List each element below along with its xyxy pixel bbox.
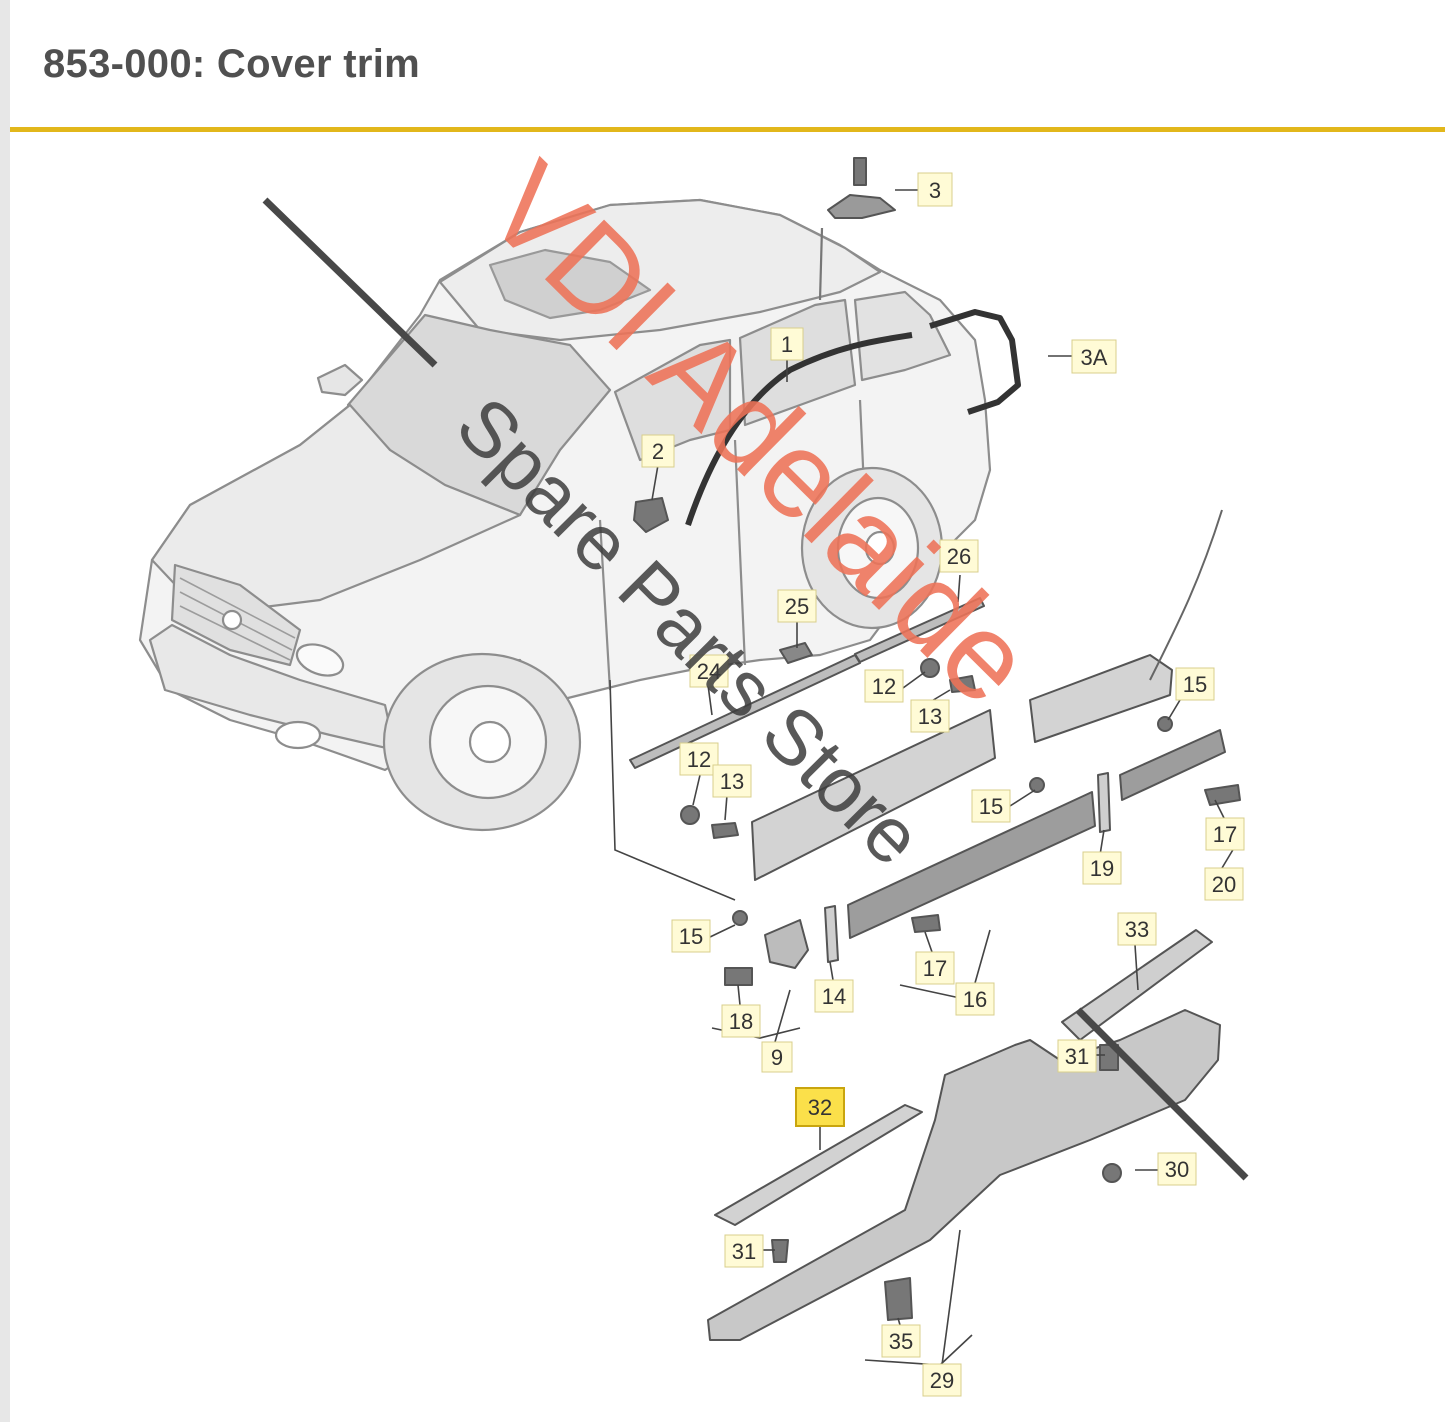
trim-parts: [629, 157, 1241, 1341]
callout-2: 2: [641, 434, 675, 468]
left-margin-strip: [0, 0, 10, 1422]
mud-flap: [764, 919, 809, 969]
front-wheel: [382, 652, 582, 832]
callout-30: 30: [1157, 1152, 1197, 1186]
svg-text:35: 35: [889, 1329, 913, 1354]
callout-14: 14: [814, 979, 854, 1013]
callout-18: 18: [721, 1004, 761, 1038]
svg-text:31: 31: [1065, 1044, 1089, 1069]
svg-text:17: 17: [923, 956, 947, 981]
svg-text:32: 32: [808, 1095, 832, 1120]
svg-text:12: 12: [872, 674, 896, 699]
svg-text:12: 12: [687, 747, 711, 772]
callout-32: 32: [795, 1087, 845, 1127]
svg-text:3A: 3A: [1081, 345, 1108, 370]
callout-25: 25: [777, 589, 817, 623]
callout-1: 1: [770, 327, 804, 361]
svg-text:1: 1: [781, 332, 793, 357]
sill-trim-panel: [707, 1009, 1221, 1341]
callout-15-top: 15: [1175, 667, 1215, 701]
callout-16: 16: [955, 982, 995, 1016]
svg-text:30: 30: [1165, 1157, 1189, 1182]
header-divider: [10, 127, 1445, 132]
svg-text:20: 20: [1212, 872, 1236, 897]
callout-31-right: 31: [1057, 1039, 1097, 1073]
roof-rail-line: [818, 227, 824, 301]
svg-text:14: 14: [822, 984, 846, 1009]
svg-text:16: 16: [963, 987, 987, 1012]
callout-13-right: 13: [910, 699, 950, 733]
page-title: 853-000: Cover trim: [43, 42, 420, 86]
svg-text:24: 24: [697, 659, 721, 684]
callout-12-right: 12: [864, 669, 904, 703]
door-panel-front: [751, 709, 996, 881]
svg-text:15: 15: [1183, 672, 1207, 697]
sunroof: [488, 248, 652, 320]
mirror-bracket: [633, 497, 669, 533]
callout-19: 19: [1082, 851, 1122, 885]
watermark-slash-bottom: [1075, 1007, 1249, 1181]
callout-17-mid: 17: [915, 951, 955, 985]
callout-20: 20: [1204, 867, 1244, 901]
callout-33: 33: [1117, 912, 1157, 946]
side-mirror: [316, 363, 364, 397]
svg-text:19: 19: [1090, 856, 1114, 881]
rear-wheel: [800, 466, 944, 630]
scuff-plate-front: [714, 1104, 923, 1226]
callout-13-left: 13: [712, 764, 752, 798]
svg-text:18: 18: [729, 1009, 753, 1034]
svg-text:3: 3: [929, 178, 941, 203]
window-trim-strip: [685, 332, 913, 526]
callout-17-right: 17: [1205, 817, 1245, 851]
callout-24: 24: [689, 654, 729, 688]
svg-text:13: 13: [720, 769, 744, 794]
callout-31-left: 31: [724, 1234, 764, 1268]
svg-text:2: 2: [652, 439, 664, 464]
fender-flare: [1149, 509, 1223, 681]
callout-9: 9: [761, 1041, 793, 1073]
rear-window-seal: [929, 309, 1021, 415]
roof-bolt: [853, 157, 867, 186]
rear-door-window: [738, 298, 857, 427]
door-panel-rear: [1029, 654, 1173, 743]
callout-3a: 3A: [1071, 339, 1117, 374]
brand-emblem: [221, 609, 243, 631]
headlight: [295, 643, 345, 677]
svg-text:31: 31: [732, 1239, 756, 1264]
svg-text:15: 15: [979, 794, 1003, 819]
svg-text:29: 29: [930, 1368, 954, 1393]
svg-text:15: 15: [679, 924, 703, 949]
callout-12-left: 12: [679, 742, 719, 776]
watermark-slash-top: [262, 197, 438, 368]
callout-15-mid: 15: [971, 789, 1011, 823]
svg-text:13: 13: [918, 704, 942, 729]
svg-text:26: 26: [947, 544, 971, 569]
callout-labels: 3 3A 1 2 26 25 24 12: [641, 172, 1245, 1397]
svg-text:33: 33: [1125, 917, 1149, 942]
roof-clip: [827, 194, 896, 219]
seal-strip-19: [1097, 772, 1111, 833]
vehicle-illustration: [138, 198, 992, 832]
callout-35: 35: [881, 1324, 921, 1358]
svg-text:25: 25: [785, 594, 809, 619]
sill-moulding: [847, 791, 1096, 939]
sill-moulding-rear: [1119, 729, 1226, 801]
fog-light: [274, 720, 322, 750]
seal-strip-14: [824, 905, 839, 963]
callout-15-low: 15: [671, 919, 711, 953]
svg-text:17: 17: [1213, 822, 1237, 847]
fasteners: [680, 658, 1241, 1321]
callout-3: 3: [917, 172, 953, 207]
header-bar: 853-000: Cover trim: [10, 0, 1445, 128]
callout-29: 29: [922, 1363, 962, 1397]
callout-26: 26: [939, 539, 979, 573]
moulding-24: [629, 654, 861, 769]
svg-text:9: 9: [771, 1045, 783, 1070]
moulding-26: [854, 597, 985, 663]
